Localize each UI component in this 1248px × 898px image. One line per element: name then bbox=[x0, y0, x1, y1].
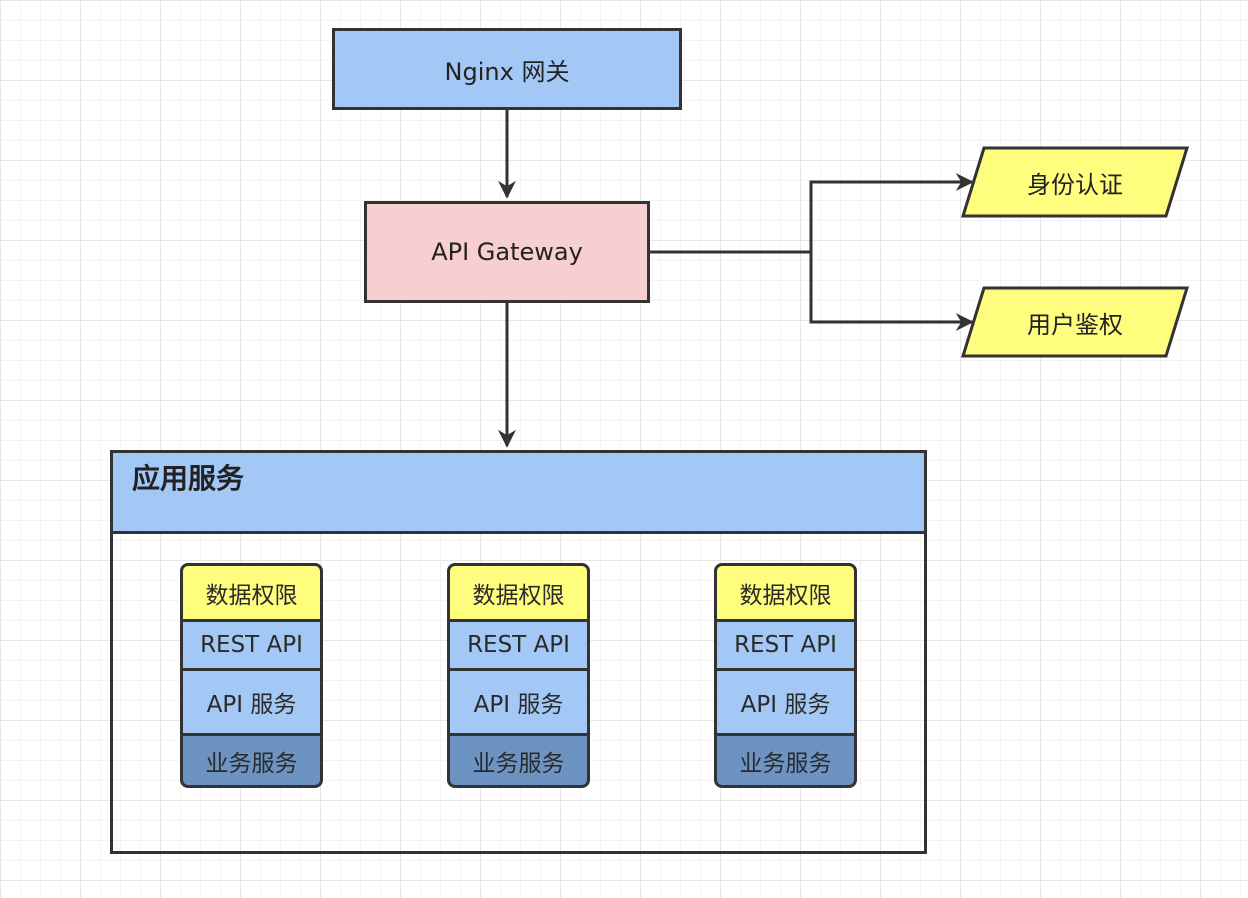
nginx-gateway-label: Nginx 网关 bbox=[444, 57, 570, 86]
authz-shape bbox=[960, 286, 1190, 358]
data-permission-layer: 数据权限 bbox=[714, 563, 857, 622]
app-services-container: 应用服务 数据权限 REST API API 服务 业务服务 数据权限 REST… bbox=[110, 450, 927, 854]
auth-label: 身份认证 bbox=[1027, 170, 1123, 199]
api-service-layer: API 服务 bbox=[180, 668, 323, 736]
rest-api-layer: REST API bbox=[180, 619, 323, 671]
service-stack: 数据权限 REST API API 服务 业务服务 bbox=[180, 563, 323, 788]
app-services-header: 应用服务 bbox=[113, 453, 924, 534]
nginx-gateway-node: Nginx 网关 bbox=[332, 28, 682, 110]
api-service-layer: API 服务 bbox=[447, 668, 590, 736]
business-service-layer: 业务服务 bbox=[714, 733, 857, 788]
business-service-layer: 业务服务 bbox=[180, 733, 323, 788]
business-service-layer: 业务服务 bbox=[447, 733, 590, 788]
data-permission-label: 数据权限 bbox=[472, 582, 565, 609]
arrow-gateway-to-auth bbox=[809, 173, 974, 252]
rest-api-layer: REST API bbox=[714, 619, 857, 671]
data-permission-label: 数据权限 bbox=[205, 582, 298, 609]
api-gateway-label: API Gateway bbox=[431, 238, 583, 266]
service-stack: 数据权限 REST API API 服务 业务服务 bbox=[714, 563, 857, 788]
arrow-gateway-to-authz bbox=[809, 252, 974, 331]
app-services-title: 应用服务 bbox=[132, 462, 245, 495]
rest-api-label: REST API bbox=[467, 632, 570, 658]
service-stack: 数据权限 REST API API 服务 业务服务 bbox=[447, 563, 590, 788]
api-service-label: API 服务 bbox=[473, 692, 564, 718]
data-permission-layer: 数据权限 bbox=[447, 563, 590, 622]
auth-node: 身份认证 bbox=[975, 148, 1175, 216]
api-service-label: API 服务 bbox=[740, 692, 831, 718]
authz-node: 用户鉴权 bbox=[975, 288, 1175, 356]
data-permission-layer: 数据权限 bbox=[180, 563, 323, 622]
api-gateway-node: API Gateway bbox=[364, 201, 650, 303]
api-service-layer: API 服务 bbox=[714, 668, 857, 736]
rest-api-layer: REST API bbox=[447, 619, 590, 671]
authz-label: 用户鉴权 bbox=[1027, 310, 1123, 339]
business-service-label: 业务服务 bbox=[739, 750, 832, 777]
data-permission-label: 数据权限 bbox=[739, 582, 832, 609]
api-service-label: API 服务 bbox=[206, 692, 297, 718]
rest-api-label: REST API bbox=[734, 632, 837, 658]
rest-api-label: REST API bbox=[200, 632, 303, 658]
business-service-label: 业务服务 bbox=[472, 750, 565, 777]
business-service-label: 业务服务 bbox=[205, 750, 298, 777]
auth-shape bbox=[960, 146, 1190, 218]
